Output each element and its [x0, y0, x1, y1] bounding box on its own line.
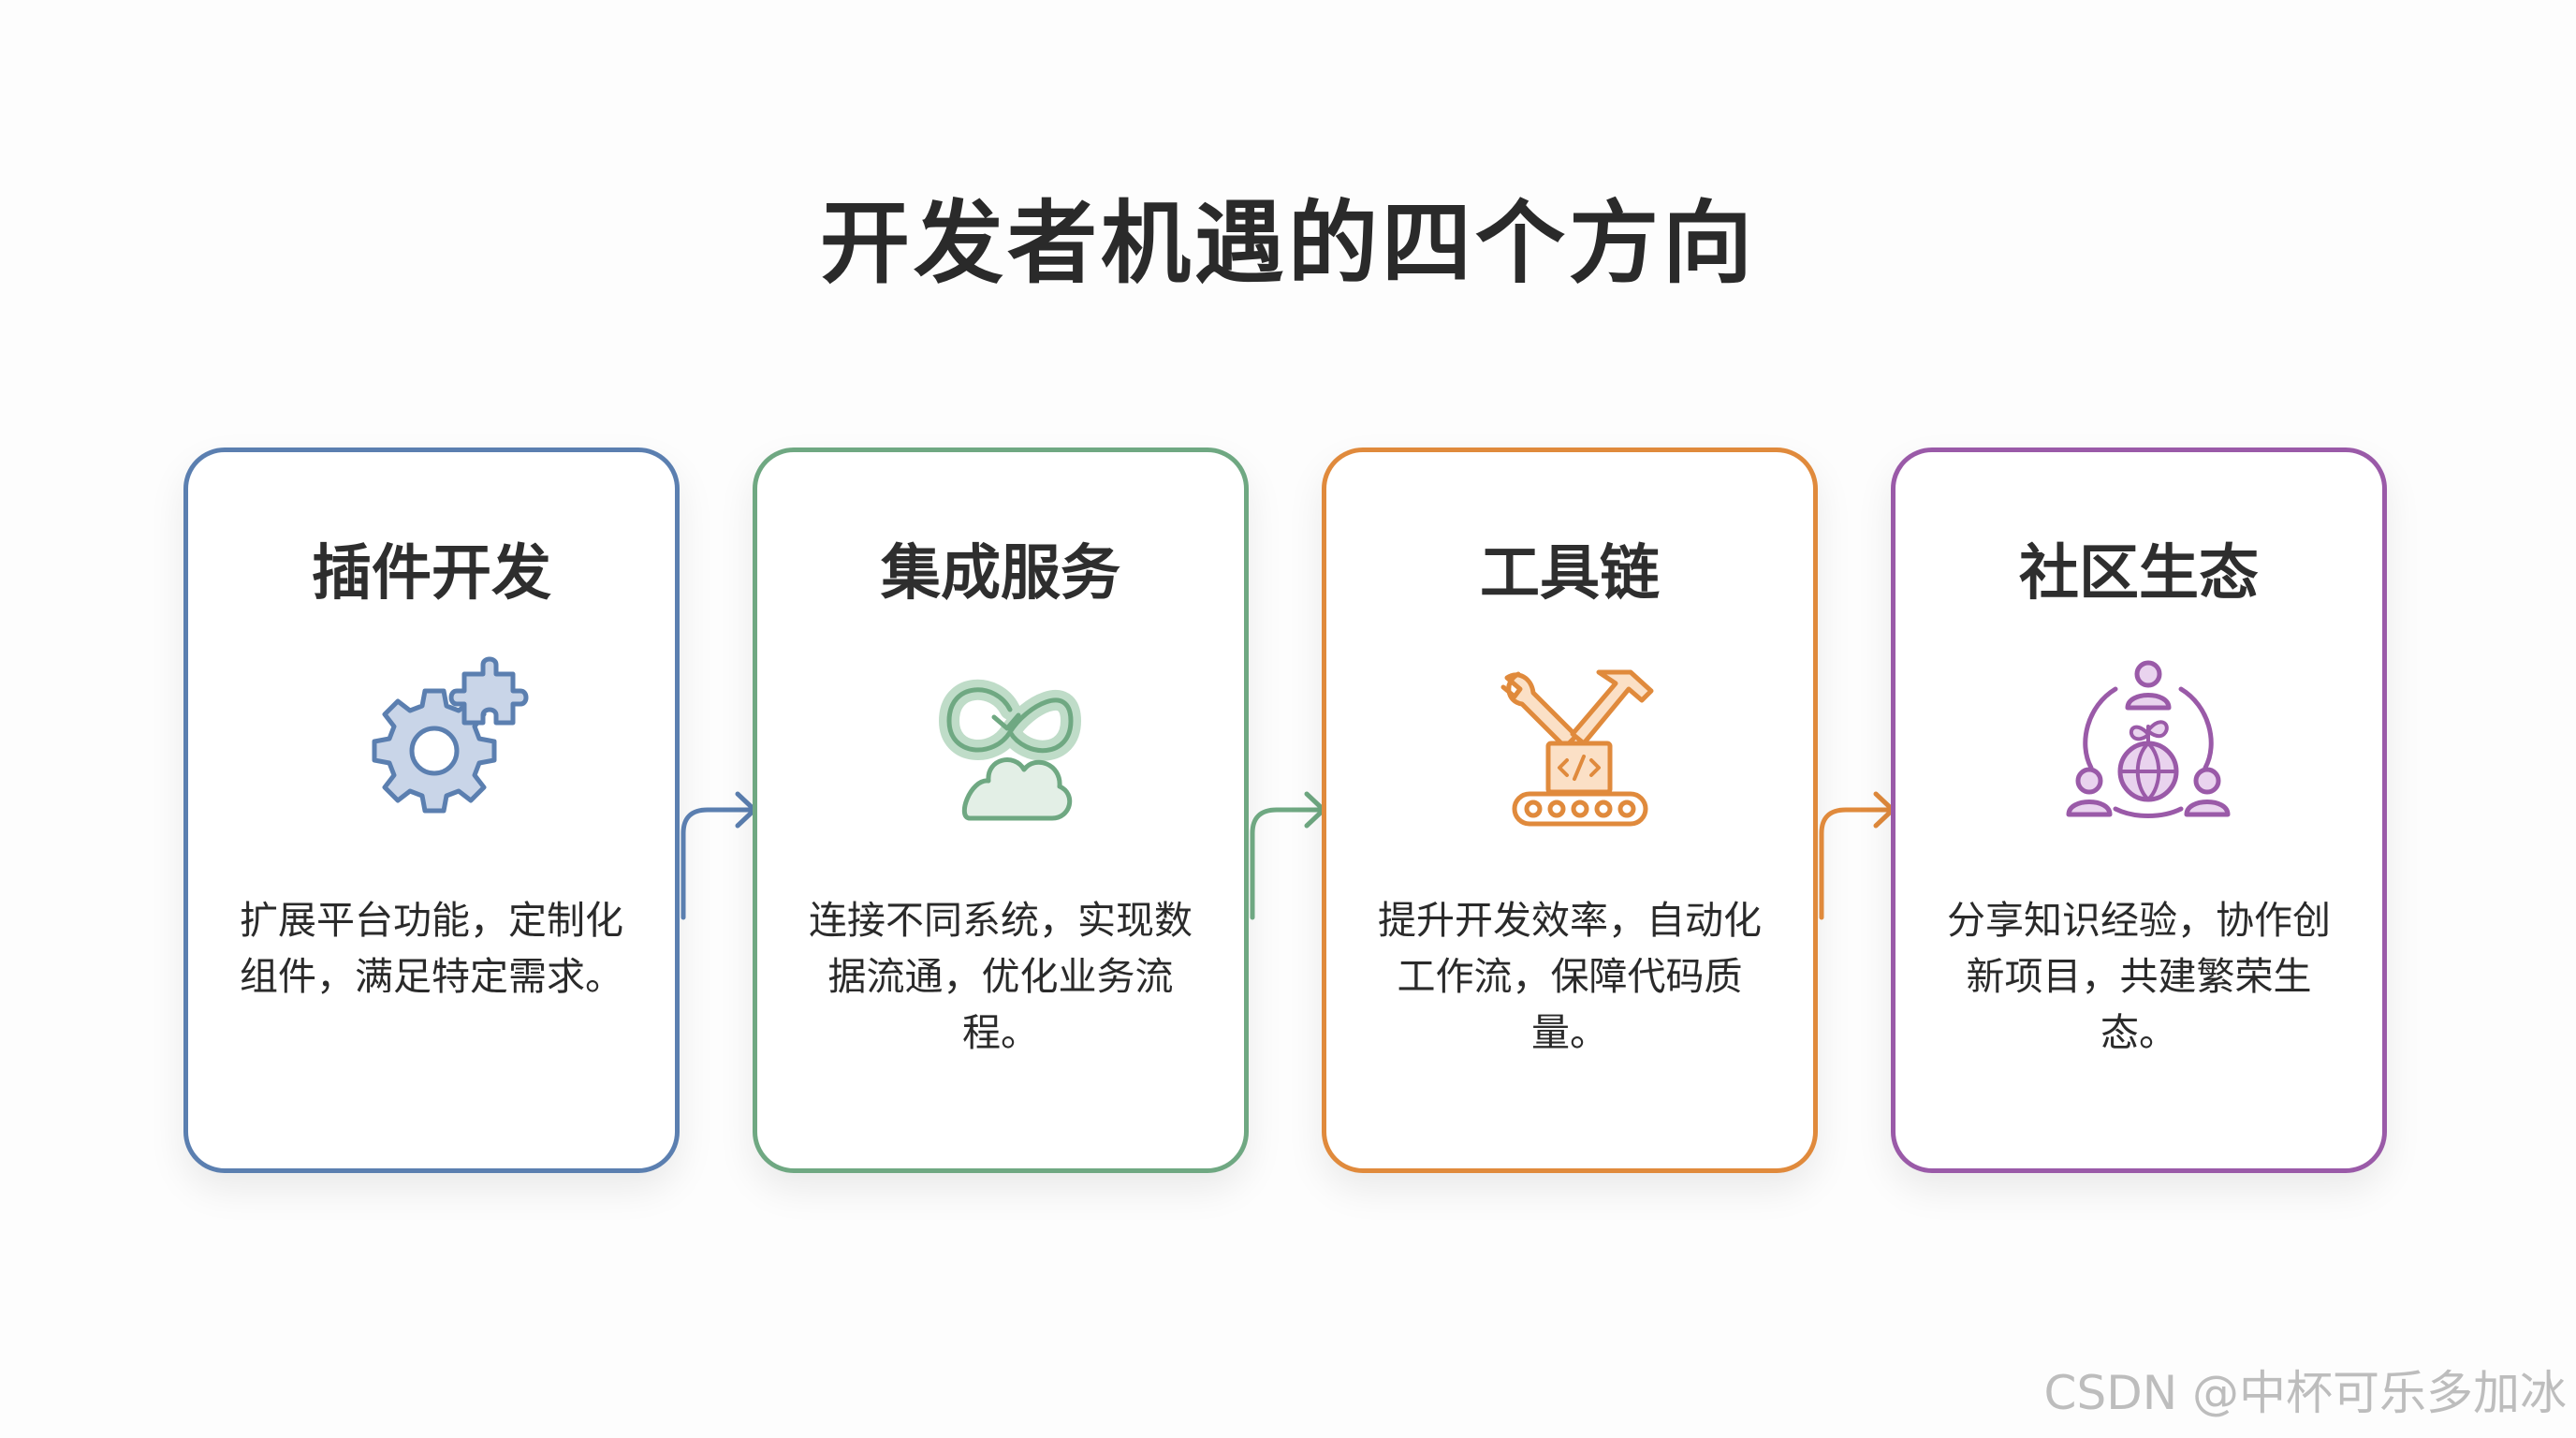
- card-description: 扩展平台功能，定制化组件，满足特定需求。: [240, 898, 623, 999]
- card-description: 连接不同系统，实现数据流通，优化业务流程。: [809, 898, 1193, 1055]
- cloud-sync-icon: [939, 679, 1081, 821]
- tools-conveyor-icon: [1500, 669, 1654, 827]
- card-integration-services: 集成服务 连接不同系统，实现数据流通，优化业务流程。: [753, 448, 1249, 1173]
- card-title: 插件开发: [312, 539, 551, 609]
- page-title: 开发者机遇的四个方向: [820, 191, 1756, 296]
- flow-arrow-3: [1819, 791, 1895, 920]
- flow-arrow-1: [681, 791, 757, 920]
- card-title: 集成服务: [881, 539, 1120, 609]
- flow-arrow-2: [1250, 791, 1326, 920]
- card-title: 社区生态: [2019, 539, 2259, 609]
- community-globe-icon: [2066, 660, 2231, 818]
- card-community-ecosystem: 社区生态: [1891, 448, 2387, 1173]
- card-description: 提升开发效率，自动化工作流，保障代码质量。: [1378, 898, 1762, 1055]
- card-toolchain: 工具链 提升开发效率，自动化工作流，保障代码质量。: [1322, 448, 1818, 1173]
- gear-puzzle-icon: [372, 656, 529, 814]
- card-title: 工具链: [1480, 539, 1660, 609]
- watermark: CSDN @中杯可乐多加冰: [2043, 1366, 2567, 1420]
- card-description: 分享知识经验，协作创新项目，共建繁荣生态。: [1947, 898, 2331, 1055]
- card-plugin-development: 插件开发 扩展平台功能，定制化组件，满足特定需求。: [183, 448, 680, 1173]
